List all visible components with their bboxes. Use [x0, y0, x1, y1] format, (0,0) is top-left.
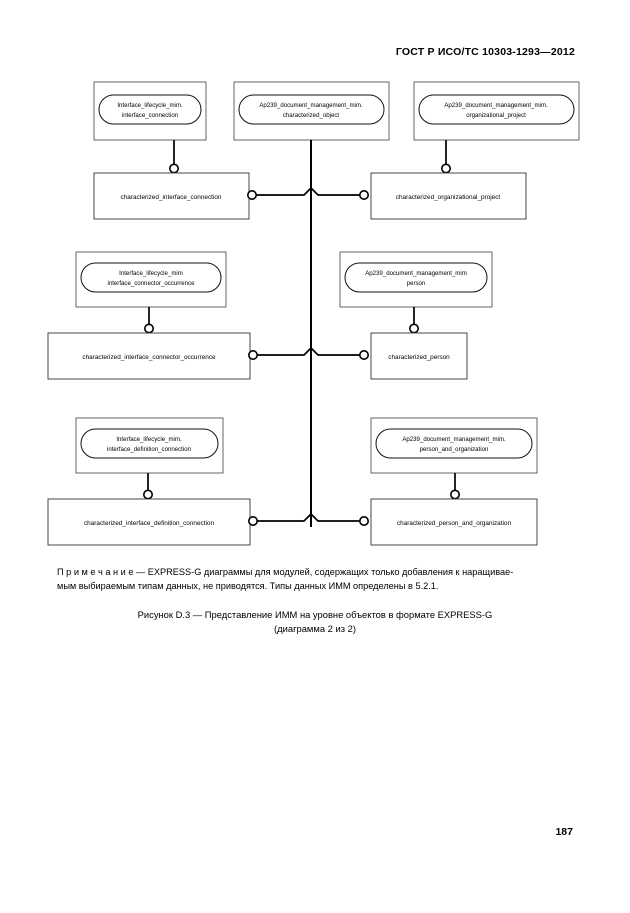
schema-ref-line1: Interface_lifecycle_mim: [119, 270, 183, 277]
schema-ref-line2: interface_definition_connection: [107, 446, 191, 453]
entity-label: characterized_interface_connection: [121, 194, 222, 201]
entity-characterized-person[interactable]: characterized_person: [370, 332, 468, 380]
entity-label: characterized_interface_definition_conne…: [84, 520, 214, 527]
figure-caption-line-2: (диаграмма 2 из 2): [274, 622, 356, 634]
schema-ref-line2: interface_connector_occurrence: [107, 280, 195, 287]
note-line-2: мым выбираемым типам данных, не приводят…: [57, 580, 439, 591]
entity-characterized-interface-connector-occurrence[interactable]: characterized_interface_connector_occurr…: [47, 332, 251, 380]
page-number: 187: [555, 826, 573, 838]
entity-characterized-interface-definition-connection[interactable]: characterized_interface_definition_conne…: [47, 498, 251, 546]
schema-ref-person[interactable]: Ap239_document_management_mim person: [339, 251, 493, 308]
schema-ref-person-and-organization[interactable]: Ap239_document_management_mim. person_an…: [370, 417, 538, 474]
port-circle-row3-left: [248, 515, 259, 526]
port-circle-interface-connector-occurrence: [144, 323, 155, 334]
schema-ref-line1: Interface_lifecycle_mim.: [116, 436, 182, 443]
schema-ref-line2: interface_connection: [122, 112, 178, 119]
schema-ref-line2: organizational_project: [466, 112, 526, 119]
rail-right-row3: [310, 513, 367, 522]
note-line-1: П р и м е ч а н и е — EXPRESS-G диаграмм…: [57, 567, 514, 577]
entity-characterized-organizational-project[interactable]: characterized_organizational_project: [370, 172, 527, 220]
rail-left-row1: [255, 187, 312, 196]
port-circle-row2-left: [248, 349, 259, 360]
schema-ref-interface-connector-occurrence[interactable]: Interface_lifecycle_mim interface_connec…: [75, 251, 227, 308]
schema-ref-line1: Ap239_document_management_mim.: [402, 436, 506, 443]
entity-label: characterized_interface_connector_occurr…: [82, 354, 216, 361]
port-circle-person: [408, 323, 419, 334]
schema-ref-line1: Interface_lifecycle_mim.: [117, 102, 183, 109]
schema-ref-line1: Ap239_document_management_mim.: [259, 102, 363, 109]
rail-right-row1: [310, 187, 367, 196]
rail-left-row2: [256, 347, 312, 356]
entity-label: characterized_person_and_organization: [397, 520, 511, 527]
schema-ref-line2: characterized_object: [283, 112, 340, 119]
entity-characterized-person-and-organization[interactable]: characterized_person_and_organization: [370, 498, 538, 546]
figure-caption-line-1: Рисунок D.3 — Представление ИММ на уровн…: [137, 609, 493, 620]
schema-ref-line1: Ap239_document_management_mim: [365, 270, 467, 277]
port-circle-person-and-organization: [449, 489, 460, 500]
port-circle-row1-right: [358, 190, 369, 201]
port-circle-row2-right: [358, 349, 369, 360]
entity-label: characterized_person: [388, 354, 450, 361]
entity-label: characterized_organizational_project: [396, 194, 501, 201]
note-paragraph: П р и м е ч а н и е — EXPRESS-G диаграмм…: [57, 566, 573, 593]
schema-ref-line1: Ap239_document_management_mim.: [444, 102, 548, 109]
port-circle-interface-definition-connection: [143, 489, 154, 500]
schema-ref-interface-connection[interactable]: Interface_lifecycle_mim. interface_conne…: [93, 81, 207, 141]
figure-caption: Рисунок D.3 — Представление ИММ на уровн…: [0, 608, 630, 635]
port-circle-row1-left: [247, 190, 258, 201]
express-g-diagram: Interface_lifecycle_mim. interface_conne…: [0, 70, 630, 560]
port-circle-organizational-project: [440, 163, 451, 174]
schema-ref-characterized-object[interactable]: Ap239_document_management_mim. character…: [233, 81, 390, 141]
port-circle-interface-connection: [169, 163, 180, 174]
schema-ref-line2: person: [407, 280, 426, 287]
rail-left-row3: [256, 513, 312, 522]
schema-ref-line2: person_and_organization: [420, 446, 489, 453]
port-circle-row3-right: [358, 515, 369, 526]
document-header-standard-number: ГОСТ Р ИСО/ТС 10303-1293—2012: [395, 46, 575, 58]
entity-characterized-interface-connection[interactable]: characterized_interface_connection: [93, 172, 250, 220]
schema-ref-organizational-project[interactable]: Ap239_document_management_mim. organizat…: [413, 81, 580, 141]
schema-ref-interface-definition-connection[interactable]: Interface_lifecycle_mim. interface_defin…: [75, 417, 224, 474]
rail-right-row2: [310, 347, 367, 356]
